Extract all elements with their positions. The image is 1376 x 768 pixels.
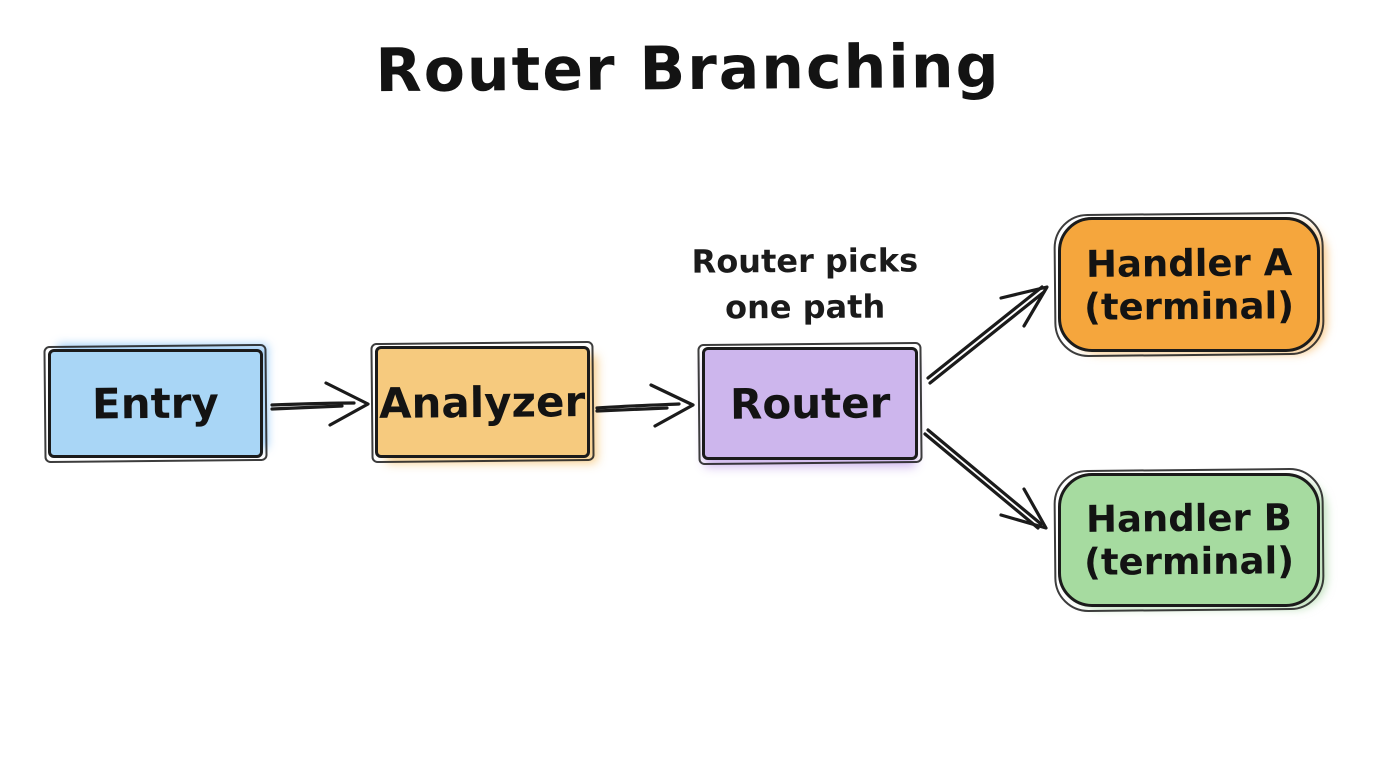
arrow-entry-to-analyzer: [270, 381, 370, 427]
node-handler-b: Handler B (terminal): [1058, 473, 1320, 607]
node-entry: Entry: [48, 349, 263, 458]
node-router-label: Router: [729, 378, 891, 429]
arrow-analyzer-to-router: [595, 383, 695, 428]
diagram-title: Router Branching: [375, 31, 1001, 107]
arrow-router-to-handler-b: [923, 428, 1048, 530]
node-analyzer-label: Analyzer: [379, 376, 586, 428]
router-annotation: Router picks one path: [655, 237, 955, 331]
node-handler-b-label: Handler B: [1085, 496, 1293, 541]
node-handler-a-sublabel: (terminal): [1083, 283, 1295, 329]
node-handler-a: Handler A (terminal): [1058, 217, 1320, 352]
node-analyzer: Analyzer: [375, 346, 590, 458]
node-handler-a-label: Handler A: [1085, 240, 1293, 286]
node-router: Router: [702, 347, 918, 460]
node-handler-b-sublabel: (terminal): [1083, 539, 1295, 584]
node-entry-label: Entry: [91, 378, 220, 429]
annotation-line-2: one path: [724, 287, 886, 327]
annotation-line-1: Router picks: [691, 241, 919, 281]
